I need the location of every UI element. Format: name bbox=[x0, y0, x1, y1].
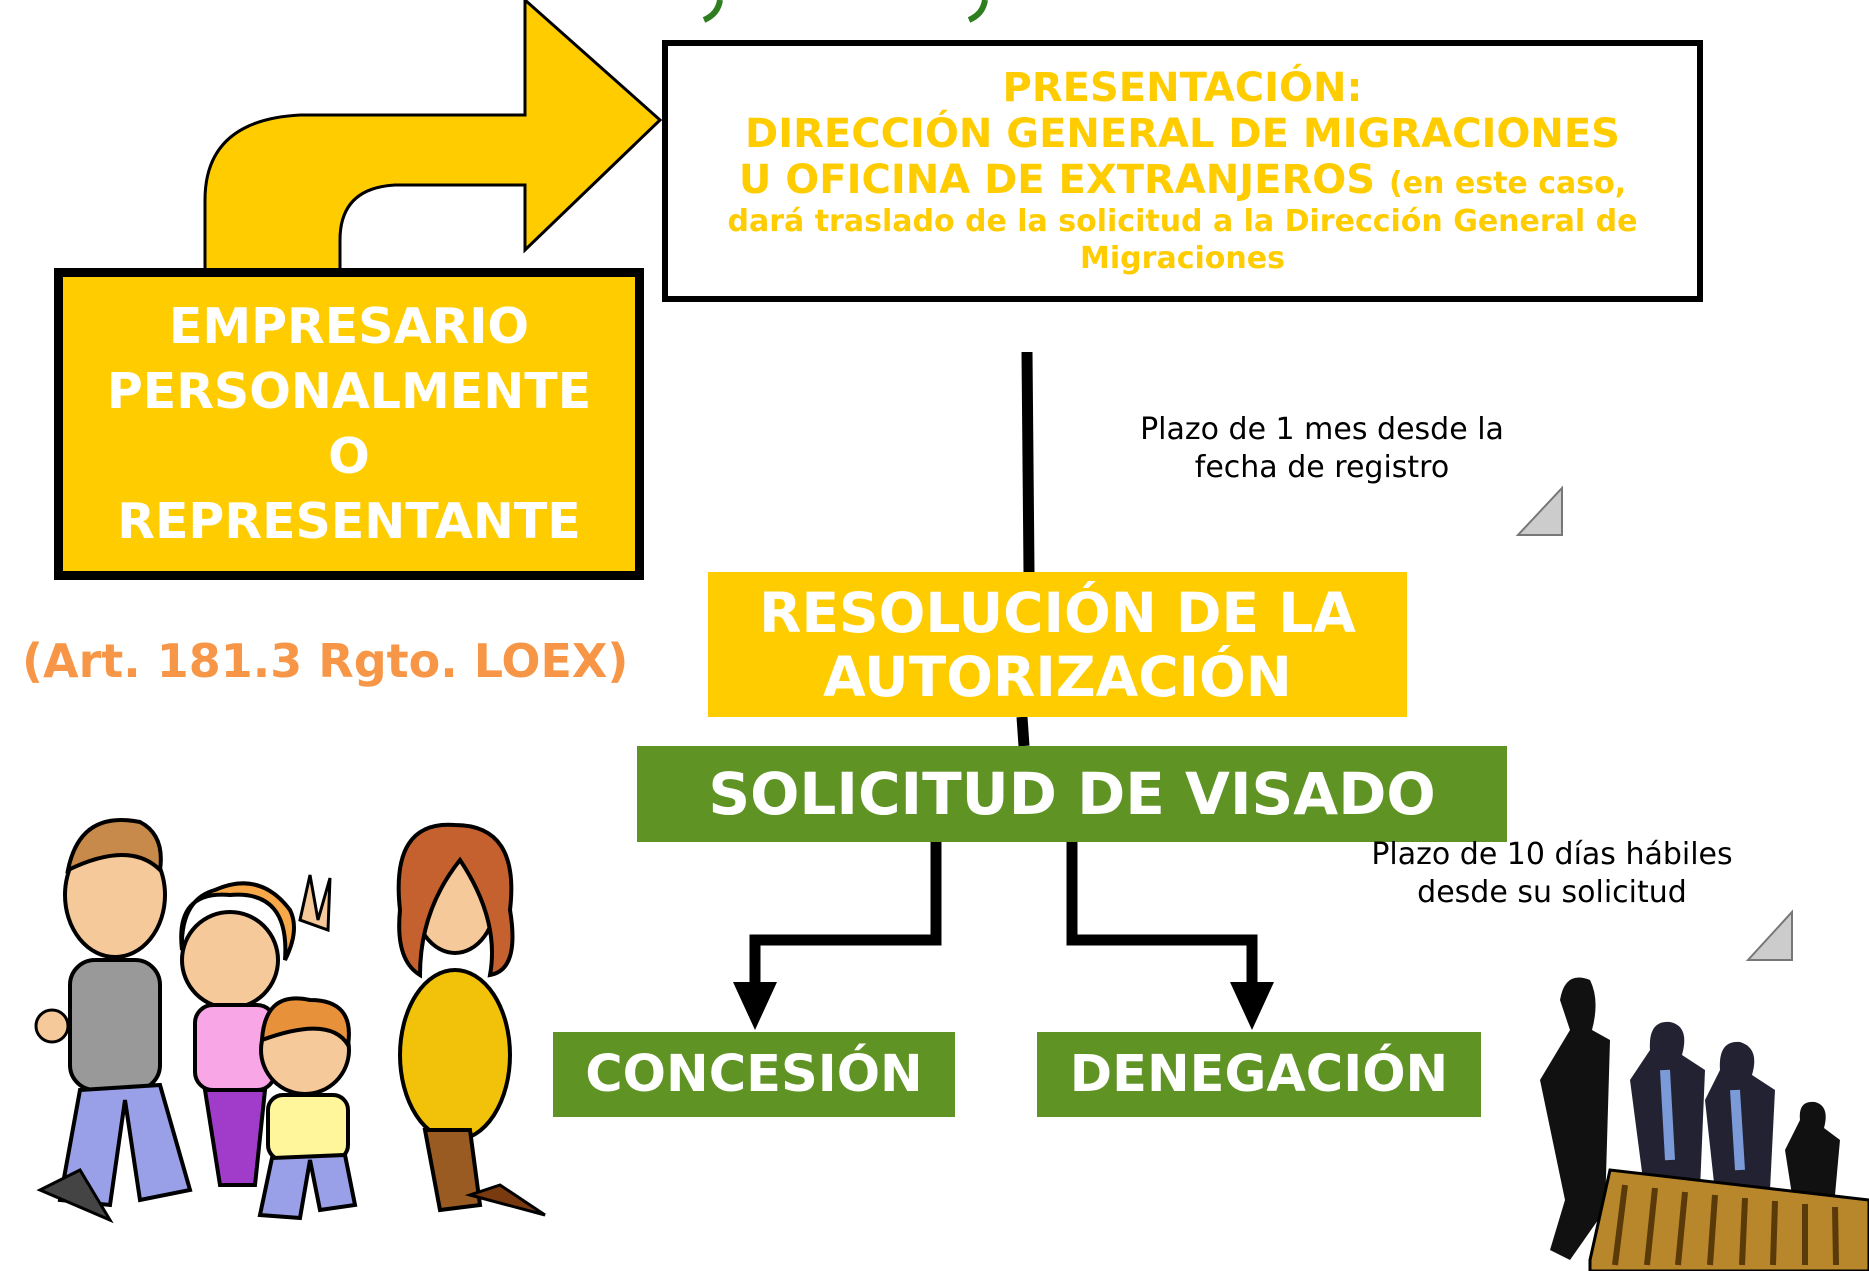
empresario-line-1: EMPRESARIO bbox=[168, 298, 530, 355]
curved-yellow-arrow bbox=[203, 0, 663, 274]
article-reference: (Art. 181.3 Rgto. LOEX) bbox=[22, 634, 629, 688]
solicitud-visado-box: SOLICITUD DE VISADO bbox=[637, 746, 1507, 842]
presentacion-line-3: U OFICINA DE EXTRANJEROS (en este caso, bbox=[739, 157, 1626, 203]
deadline-note-1: Plazo de 1 mes desde la fecha de registr… bbox=[1082, 405, 1562, 541]
arrowhead-concesion bbox=[733, 982, 777, 1030]
denegacion-label: DENEGACIÓN bbox=[1069, 1045, 1449, 1104]
empresario-line-4: REPRESENTANTE bbox=[117, 493, 581, 550]
presentacion-line-5: Migraciones bbox=[1080, 241, 1285, 276]
note-1-fold bbox=[1515, 485, 1563, 536]
family-clipart-icon bbox=[34, 818, 546, 1224]
concesion-label: CONCESIÓN bbox=[585, 1045, 923, 1104]
note-1-line-1: Plazo de 1 mes desde la bbox=[1140, 412, 1504, 447]
arrowhead-denegacion bbox=[1230, 982, 1274, 1030]
concesion-box: CONCESIÓN bbox=[553, 1032, 955, 1117]
resolucion-line-2: AUTORIZACIÓN bbox=[823, 644, 1292, 709]
note-2-line-1: Plazo de 10 días hábiles bbox=[1371, 837, 1733, 872]
business-people-clipart-icon bbox=[1540, 977, 1869, 1271]
deadline-note-2: Plazo de 10 días hábiles desde su solici… bbox=[1312, 830, 1792, 966]
presentacion-line-2: DIRECCIÓN GENERAL DE MIGRACIONES bbox=[745, 111, 1620, 157]
empresario-line-2: PERSONALMENTE bbox=[106, 363, 592, 420]
presentacion-line-3-big: U OFICINA DE EXTRANJEROS bbox=[738, 157, 1376, 203]
branch-arrow-concesion bbox=[749, 842, 942, 985]
note-2-fold bbox=[1745, 909, 1793, 961]
resolucion-line-1: RESOLUCIÓN DE LA bbox=[759, 580, 1356, 645]
presentacion-title: PRESENTACIÓN: bbox=[1002, 65, 1363, 111]
denegacion-box: DENEGACIÓN bbox=[1037, 1032, 1481, 1117]
branch-arrow-denegacion bbox=[1066, 842, 1258, 985]
resolucion-box: RESOLUCIÓN DE LA AUTORIZACIÓN bbox=[708, 572, 1407, 717]
solicitud-visado-label: SOLICITUD DE VISADO bbox=[708, 760, 1436, 828]
cropped-title-fragment bbox=[702, 0, 988, 23]
connector-line-2 bbox=[1016, 716, 1030, 747]
connector-line-1 bbox=[1021, 351, 1035, 573]
presentacion-box: PRESENTACIÓN: DIRECCIÓN GENERAL DE MIGRA… bbox=[662, 40, 1703, 302]
note-1-line-2: fecha de registro bbox=[1194, 450, 1450, 485]
presentacion-line-3-small: (en este caso, bbox=[1389, 166, 1627, 201]
empresario-box: EMPRESARIO PERSONALMENTE O REPRESENTANTE bbox=[54, 268, 644, 580]
note-2-line-2: desde su solicitud bbox=[1417, 875, 1687, 910]
empresario-line-3: O bbox=[328, 428, 370, 485]
presentacion-line-4: dará traslado de la solicitud a la Direc… bbox=[727, 204, 1638, 239]
